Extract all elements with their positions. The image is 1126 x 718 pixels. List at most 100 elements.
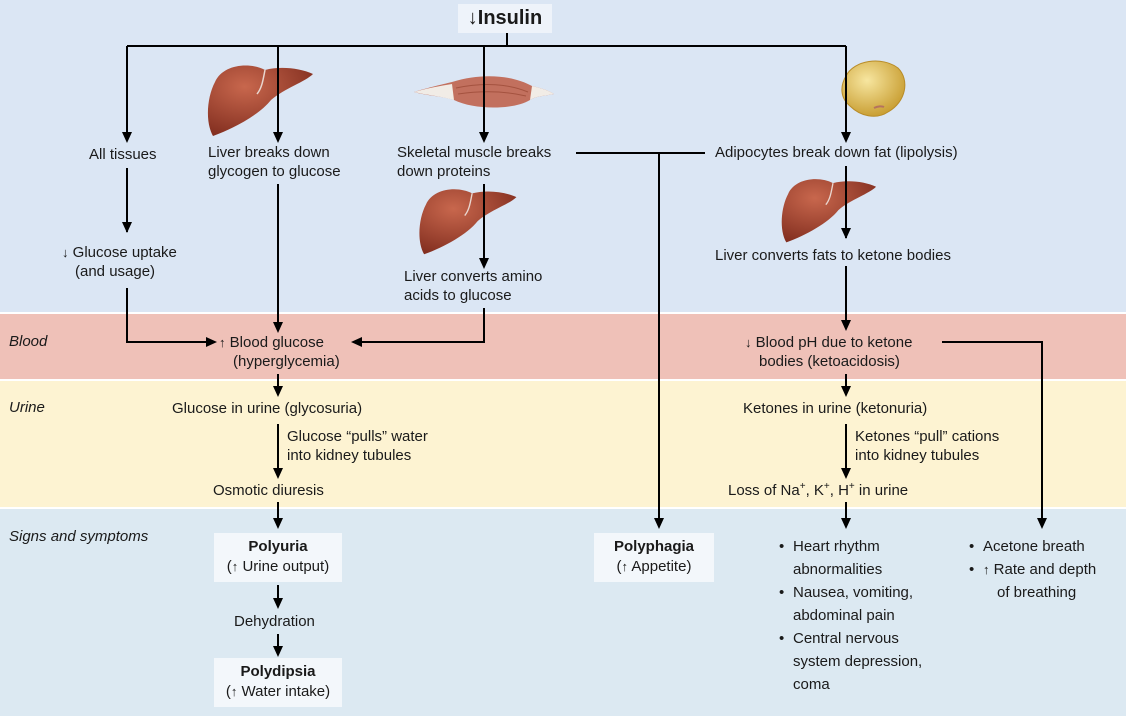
text-line: Glucose uptake — [72, 244, 177, 261]
decrease-arrow-icon: ↓ — [467, 7, 478, 29]
node-ketonuria: Ketones in urine (ketonuria) — [743, 400, 928, 417]
box-detail: Appetite — [631, 558, 687, 575]
text-line: Acetone breath — [983, 538, 1085, 555]
text-line: bodies (ketoacidosis) — [759, 353, 900, 370]
arrowhead — [841, 132, 851, 143]
band-signs-symptoms — [0, 509, 1126, 716]
increase-arrow-icon: ↑ — [231, 559, 239, 574]
text-line: into kidney tubules — [287, 447, 412, 464]
node-blood-ph: ↓ Blood pH due to ketone bodies (ketoaci… — [745, 333, 912, 371]
arrowhead — [841, 468, 851, 479]
adipocyte-icon — [841, 60, 906, 117]
node-adipocytes: Adipocytes break down fat (lipolysis) — [715, 144, 958, 161]
band-label-signs: Signs and symptoms — [9, 528, 149, 545]
insulin-title: ↓Insulin — [458, 4, 552, 33]
connector-line — [942, 341, 1043, 524]
connector-line — [126, 288, 207, 343]
liver-icon — [419, 189, 517, 255]
increase-arrow-icon: ↑ — [983, 562, 990, 577]
arrowhead — [122, 132, 132, 143]
text-line: abnormalities — [793, 561, 883, 578]
node-loss-ions: Loss of Na+, K+, H+ in urine — [728, 481, 908, 500]
node-glycosuria: Glucose in urine (glycosuria) — [172, 400, 363, 417]
box-polyphagia: Polyphagia (↑ Appetite) — [594, 533, 714, 582]
charge-superscript: + — [799, 481, 806, 492]
node-blood-glucose: ↑ Blood glucose (hyperglycemia) — [219, 333, 340, 371]
insulin-label: Insulin — [477, 7, 543, 29]
text-line: , H — [829, 482, 849, 499]
band-urine — [0, 381, 1126, 507]
band-label-urine: Urine — [9, 399, 45, 416]
arrowhead — [206, 337, 217, 347]
arrowhead — [1037, 518, 1047, 529]
connector-line — [362, 308, 485, 343]
text-line: in urine — [854, 482, 909, 499]
list-ketone-symptoms: Heart rhythm abnormalities Nausea, vomiti… — [779, 535, 922, 696]
node-dehydration: Dehydration — [234, 613, 315, 630]
increase-arrow-icon: ↑ — [230, 684, 238, 699]
arrowhead — [841, 228, 851, 239]
band-body-tissues — [0, 0, 1126, 312]
text-line: Central nervous — [793, 630, 899, 647]
arrowhead — [479, 258, 489, 269]
node-osmotic-diuresis: Osmotic diuresis — [213, 482, 324, 499]
text-line: (and usage) — [75, 263, 156, 280]
node-liver-amino: Liver converts amino acids to glucose — [404, 267, 542, 305]
arrowhead — [841, 518, 851, 529]
increase-arrow-icon: ↑ — [219, 335, 226, 350]
arrowhead — [122, 222, 132, 233]
text-line: Liver converts amino — [404, 268, 543, 285]
node-liver-ketone: Liver converts fats to ketone bodies — [715, 247, 951, 264]
node-liver-glycogen: Liver breaks down glycogen to glucose — [208, 143, 341, 181]
text-line: (hyperglycemia) — [233, 353, 340, 370]
box-title: Polydipsia — [240, 663, 316, 680]
arrowhead — [273, 322, 283, 333]
text-line: Rate and depth — [993, 561, 1097, 578]
box-title: Polyphagia — [613, 538, 695, 555]
arrowhead — [273, 518, 283, 529]
annotation-glucose-pulls: Glucose “pulls” water into kidney tubule… — [287, 427, 428, 465]
arrowhead — [273, 132, 283, 143]
box-title: Polyuria — [248, 538, 308, 555]
text-line: Glucose “pulls” water — [287, 428, 428, 445]
text-line: coma — [793, 676, 830, 693]
box-polyuria: Polyuria (↑ Urine output) — [214, 533, 342, 582]
box-polydipsia: Polydipsia (↑ Water intake) — [214, 658, 342, 707]
arrowhead — [654, 518, 664, 529]
arrowhead — [351, 337, 362, 347]
text-line: glycogen to glucose — [208, 163, 341, 180]
liver-icon — [207, 65, 313, 136]
box-detail: Urine output — [242, 558, 325, 575]
text-line: , K — [805, 482, 824, 499]
text-line: Blood pH due to ketone — [755, 334, 913, 351]
charge-superscript: + — [823, 481, 830, 492]
node-glucose-uptake: ↓ Glucose uptake (and usage) — [62, 243, 177, 281]
list-item: Central nervous system depression, coma — [779, 627, 922, 696]
list-item: Acetone breath — [969, 535, 1096, 558]
arrowhead — [273, 598, 283, 609]
arrowhead — [841, 320, 851, 331]
band-label-blood: Blood — [9, 333, 48, 350]
text-line: of breathing — [997, 584, 1077, 601]
text-line: down proteins — [397, 163, 491, 180]
text-line: system depression, — [793, 653, 923, 670]
text-line: Blood glucose — [229, 334, 324, 351]
text-line: Heart rhythm — [793, 538, 880, 555]
decrease-arrow-icon: ↓ — [745, 335, 752, 350]
arrowhead — [479, 132, 489, 143]
text-line: Ketones “pull” cations — [855, 428, 1000, 445]
node-muscle-proteins: Skeletal muscle breaks down proteins — [397, 143, 551, 181]
liver-icon — [781, 179, 877, 243]
text-line: Nausea, vomiting, — [793, 584, 914, 601]
list-item: ↑ Rate and depth of breathing — [969, 558, 1096, 604]
text-line: abdominal pain — [793, 607, 895, 624]
list-item: Nausea, vomiting, abdominal pain — [779, 581, 922, 627]
list-item: Heart rhythm abnormalities — [779, 535, 922, 581]
arrowhead — [273, 468, 283, 479]
list-breath-symptoms: Acetone breath ↑ Rate and depth of breath… — [969, 535, 1096, 604]
increase-arrow-icon: ↑ — [621, 559, 629, 574]
node-all-tissues: All tissues — [89, 146, 157, 163]
annotation-ketones-pull: Ketones “pull” cations into kidney tubul… — [855, 427, 999, 465]
text-line: Loss of Na — [728, 482, 800, 499]
decrease-arrow-icon: ↓ — [62, 245, 69, 260]
